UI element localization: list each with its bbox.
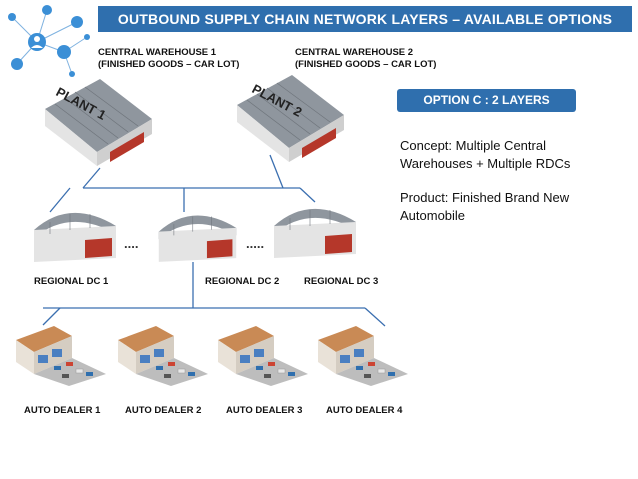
central-warehouse-1-subtitle: (FINISHED GOODS – CAR LOT) <box>98 59 240 70</box>
page-title-banner: OUTBOUND SUPPLY CHAIN NETWORK LAYERS – A… <box>98 6 632 32</box>
dealership-icon <box>16 326 106 386</box>
warehouse-icon <box>237 75 344 162</box>
central-warehouse-1-title: CENTRAL WAREHOUSE 1 <box>98 47 217 58</box>
auto-dealer-1-label: AUTO DEALER 1 <box>24 405 101 416</box>
auto-dealer-4-label: AUTO DEALER 4 <box>326 405 403 416</box>
auto-dealer-2-label: AUTO DEALER 2 <box>125 405 202 416</box>
concept-line: Concept: Multiple Central Warehouses + M… <box>400 138 571 171</box>
auto-dealer-3-label: AUTO DEALER 3 <box>226 405 303 416</box>
network-logo-icon <box>8 5 90 77</box>
regional-dc-1-label: REGIONAL DC 1 <box>34 276 109 287</box>
dealership-icon <box>318 326 408 386</box>
regional-dc-2-label: REGIONAL DC 2 <box>205 276 280 287</box>
central-warehouse-2-subtitle: (FINISHED GOODS – CAR LOT) <box>295 59 437 70</box>
ellipsis-left: .... <box>124 236 139 251</box>
warehouse-icon <box>158 215 237 262</box>
option-badge: OPTION C : 2 LAYERS <box>397 89 576 112</box>
warehouse-icon <box>274 208 356 258</box>
central-warehouse-2-label: CENTRAL WAREHOUSE 2 (FINISHED GOODS – CA… <box>295 47 436 71</box>
regional-dc-3-label: REGIONAL DC 3 <box>304 276 379 287</box>
warehouse-icon <box>34 212 116 262</box>
product-line: Product: Finished Brand New Automobile <box>400 190 570 223</box>
dealership-icon <box>218 326 308 386</box>
ellipsis-right: ..... <box>246 236 265 251</box>
central-warehouse-1-label: CENTRAL WAREHOUSE 1 (FINISHED GOODS – CA… <box>98 47 239 71</box>
concept-text: Concept: Multiple Central Warehouses + M… <box>400 137 615 225</box>
dealership-icon <box>118 326 208 386</box>
warehouse-icon <box>45 79 152 166</box>
central-warehouse-2-title: CENTRAL WAREHOUSE 2 <box>295 47 414 58</box>
